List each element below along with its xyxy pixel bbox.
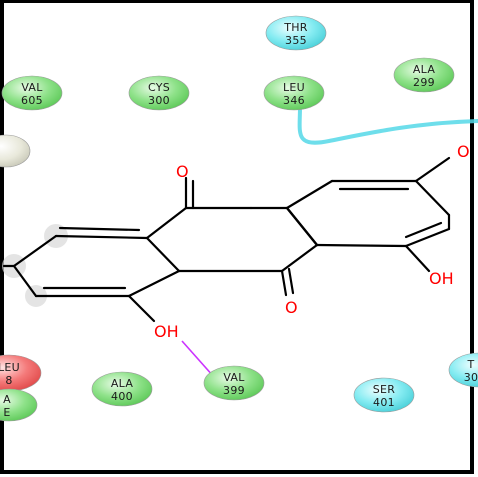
residue-thr_right: T30 xyxy=(448,352,478,388)
residue-bubble xyxy=(91,371,153,407)
residue-name: A xyxy=(3,393,11,406)
ligand-bonds xyxy=(2,156,451,323)
residue-name: LEU xyxy=(283,81,305,94)
residue-bubble xyxy=(393,57,455,93)
atom-o-top-right: O xyxy=(457,142,470,161)
residue-bubble xyxy=(0,388,38,422)
residue-number: 8 xyxy=(5,374,12,387)
residue-name: ALA xyxy=(413,63,436,76)
residue-name: SER xyxy=(373,383,396,396)
residue-bubble xyxy=(265,15,327,51)
residue-bubble xyxy=(203,365,265,401)
residue-number: 300 xyxy=(148,94,170,107)
residue-unk_left xyxy=(0,134,31,168)
residue-bubble xyxy=(448,352,478,388)
residue-name: THR xyxy=(283,21,308,34)
residue-number: 399 xyxy=(223,384,245,397)
pi-interaction-line xyxy=(297,105,478,145)
residue-name: ALA xyxy=(111,377,134,390)
residue-number: 401 xyxy=(373,396,395,409)
atom-oh-left: OH xyxy=(154,322,179,341)
residue-ala_left: AE xyxy=(0,388,38,422)
residue-name: T xyxy=(466,358,474,371)
ligand-interaction-diagram: O O OH OH O THR355VAL605CYS300LEU346ALA2… xyxy=(0,15,478,422)
residue-number: 605 xyxy=(21,94,43,107)
residue-bubble xyxy=(263,75,325,111)
atom-oh-right: OH xyxy=(429,269,454,288)
residue-bubble xyxy=(1,75,63,111)
residue-bubble xyxy=(353,377,415,413)
residue-number: 30 xyxy=(464,371,478,384)
residue-name: CYS xyxy=(148,81,170,94)
residue-number: 355 xyxy=(285,34,307,47)
residue-number: 400 xyxy=(111,390,133,403)
residue-number: 299 xyxy=(413,76,435,89)
residue-name: VAL xyxy=(21,81,43,94)
residue-name: VAL xyxy=(223,371,245,384)
residue-bubble xyxy=(0,134,31,168)
residue-bubble xyxy=(128,75,190,111)
residue-layer: THR355VAL605CYS300LEU346ALA299LEU8AEALA4… xyxy=(0,15,478,422)
residue-number: E xyxy=(3,406,10,419)
residue-name: LEU xyxy=(0,361,20,374)
atom-o-ketone-top: O xyxy=(176,162,189,181)
residue-number: 346 xyxy=(283,94,305,107)
atom-o-ketone-bottom: O xyxy=(285,298,298,317)
